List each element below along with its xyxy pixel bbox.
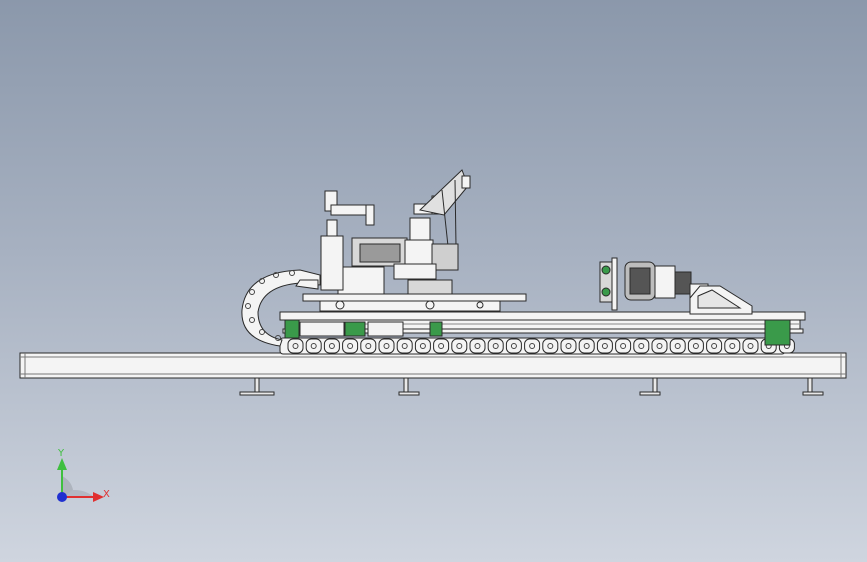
chain-link xyxy=(414,338,431,354)
chain-link xyxy=(287,338,304,354)
motor-assembly[interactable] xyxy=(599,257,753,315)
chain-curve-pin xyxy=(289,270,295,276)
linear-guide-plate[interactable] xyxy=(279,311,806,346)
chain-link-pin xyxy=(310,343,317,349)
support-feet xyxy=(239,377,824,396)
chain-link xyxy=(615,338,632,354)
chain-link xyxy=(396,338,413,354)
chain-link-pin xyxy=(347,343,354,349)
chain-link-pin xyxy=(692,343,699,349)
chain-link xyxy=(342,338,359,354)
chain-link-pin xyxy=(547,343,554,349)
base-rail[interactable] xyxy=(19,352,847,379)
triad-x-label: X xyxy=(103,489,110,500)
cable-drag-chain xyxy=(241,269,795,355)
chain-link-pin xyxy=(365,343,372,349)
chain-link xyxy=(724,338,741,354)
chain-link xyxy=(633,338,650,354)
chain-link-pin xyxy=(328,343,335,349)
chain-link xyxy=(742,338,759,354)
chain-curve-pin xyxy=(275,335,281,341)
chain-link xyxy=(651,338,668,354)
triad: Y X xyxy=(57,448,110,502)
chain-link-pin xyxy=(492,343,499,349)
chain-link-pin xyxy=(656,343,663,349)
chain-link xyxy=(323,338,340,354)
chain-link-pin xyxy=(674,343,681,349)
carriage-top-plate[interactable] xyxy=(302,293,527,312)
chain-curve-pin xyxy=(259,329,265,335)
chain-link xyxy=(433,338,450,354)
manipulator-assembly[interactable] xyxy=(295,169,471,295)
chain-link-pin xyxy=(292,343,299,349)
chain-link xyxy=(596,338,613,354)
chain-link xyxy=(469,338,486,354)
chain-link-pin xyxy=(565,343,572,349)
chain-link xyxy=(305,338,322,354)
chain-link xyxy=(378,338,395,354)
chain-link xyxy=(505,338,522,354)
chain-link-pin xyxy=(456,343,463,349)
chain-link xyxy=(487,338,504,354)
chain-link xyxy=(451,338,468,354)
chain-curve-pin xyxy=(245,303,251,309)
chain-link-pin xyxy=(383,343,390,349)
chain-link xyxy=(706,338,723,354)
chain-link-pin xyxy=(510,343,517,349)
chain-link-pin xyxy=(638,343,645,349)
chain-link-pin xyxy=(419,343,426,349)
chain-link-pin xyxy=(438,343,445,349)
chain-link-pin xyxy=(620,343,627,349)
chain-link-pin xyxy=(401,343,408,349)
chain-link xyxy=(687,338,704,354)
triad-y-label: Y xyxy=(57,448,65,459)
chain-link-pin xyxy=(601,343,608,349)
chain-link xyxy=(560,338,577,354)
chain-link-pin xyxy=(583,343,590,349)
chain-curve-pin xyxy=(273,272,279,278)
chain-link xyxy=(542,338,559,354)
chain-link-pin xyxy=(529,343,536,349)
chain-curve-pin xyxy=(259,278,265,284)
chain-link-pin xyxy=(711,343,718,349)
chain-link-pin xyxy=(474,343,481,349)
chain-link xyxy=(578,338,595,354)
chain-link xyxy=(360,338,377,354)
chain-link-pin xyxy=(729,343,736,349)
chain-link xyxy=(669,338,686,354)
chain-curve-pin xyxy=(249,317,255,323)
chain-curve-pin xyxy=(249,289,255,295)
chain-link xyxy=(524,338,541,354)
chain-link-pin xyxy=(747,343,754,349)
